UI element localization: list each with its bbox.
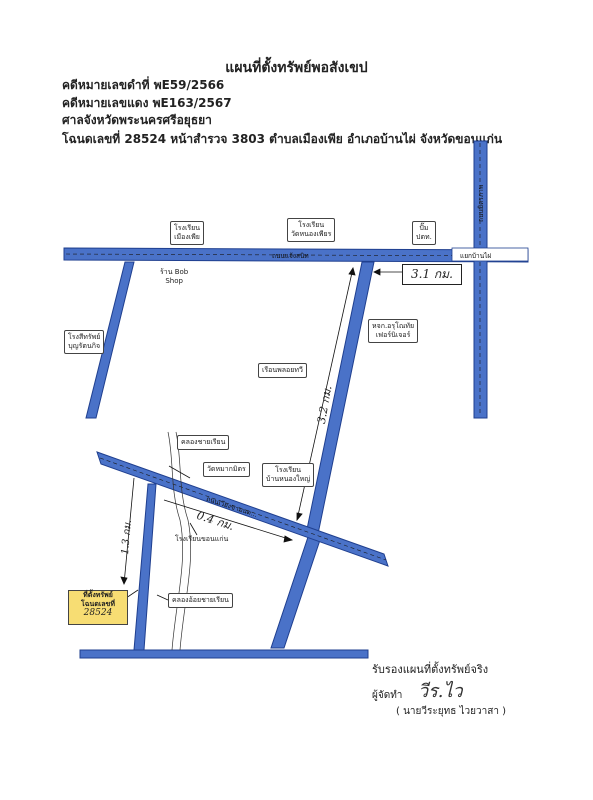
place-school-ban-phai: โรงเรียนบ้านหนองใหญ่ (262, 463, 315, 487)
parcel-title: ที่ตั้งทรัพย์ (83, 591, 113, 599)
place-canal-sai-rian: คลองชายเรียน (177, 435, 230, 450)
road-parcel-side (133, 483, 157, 651)
court-name: ศาลจังหวัดพระนครศรีอยุธยา (62, 113, 212, 127)
place-school-khon-kaen: โรงเรียนขอนแก่น (175, 535, 229, 543)
distance-label-1: 3.1 กม. (402, 264, 462, 285)
road-label-main: ถนนแจ้งสนิท (272, 252, 309, 260)
map-title: แผนที่ตั้งทรัพย์พอสังเขป (225, 60, 368, 76)
signer-label: ผู้จัดทำ (372, 690, 403, 701)
property-parcel: ที่ตั้งทรัพย์ โฉนดเลขที่ 28524 (68, 590, 128, 625)
parcel-deed-label: โฉนดเลขที่ (81, 600, 115, 608)
certification-statement: รับรองแผนที่ตั้งทรัพย์จริง (372, 663, 489, 676)
road-slant-lower (270, 533, 323, 649)
place-wat-manut: วัดหมากมิตร (203, 462, 250, 477)
place-canal-oi-sai-rian: คลองอ้อยชายเรียน (168, 593, 233, 608)
deed-description: โฉนดเลขที่ 28524 หน้าสำรวจ 3803 ตำบลเมือ… (62, 132, 503, 146)
place-school-nong-phian: โรงเรียนวัดหนองเพียร (287, 218, 336, 242)
signature: วีร.ไว (418, 681, 463, 702)
road-label-intersection: แยกบ้านไผ่ (460, 252, 492, 260)
place-thai-furniture: หจก.อรุโณทัยเฟอร์นิเจอร์ (368, 319, 419, 343)
distance-label-4: 1.3 กม. (119, 519, 134, 556)
place-rice-mill: โรงสีทรัพย์บุญรัตนกิจ (64, 330, 105, 354)
road-label-mittraphap: ถนนมิตรภาพ (477, 184, 485, 222)
road-mittraphap (473, 140, 488, 419)
road-left (85, 261, 135, 419)
place-school-mueang-phia: โรงเรียนเมืองเพีย (170, 221, 204, 245)
case-red-number: คดีหมายเลขแดง พE163/2567 (62, 96, 232, 110)
parcel-deed-number: 28524 (83, 608, 113, 618)
road-main (63, 247, 529, 263)
road-diagonal (96, 451, 389, 567)
place-gas-station: ปั๊มปตท. (412, 221, 436, 245)
case-black-number: คดีหมายเลขดำที่ พE59/2566 (62, 78, 225, 92)
road-bottom (79, 649, 369, 659)
signer-name: ( นายวีระยุทธ ไวยวาสา ) (396, 706, 507, 717)
place-pholhree-house: เรือนพลอยทวี (258, 363, 307, 378)
